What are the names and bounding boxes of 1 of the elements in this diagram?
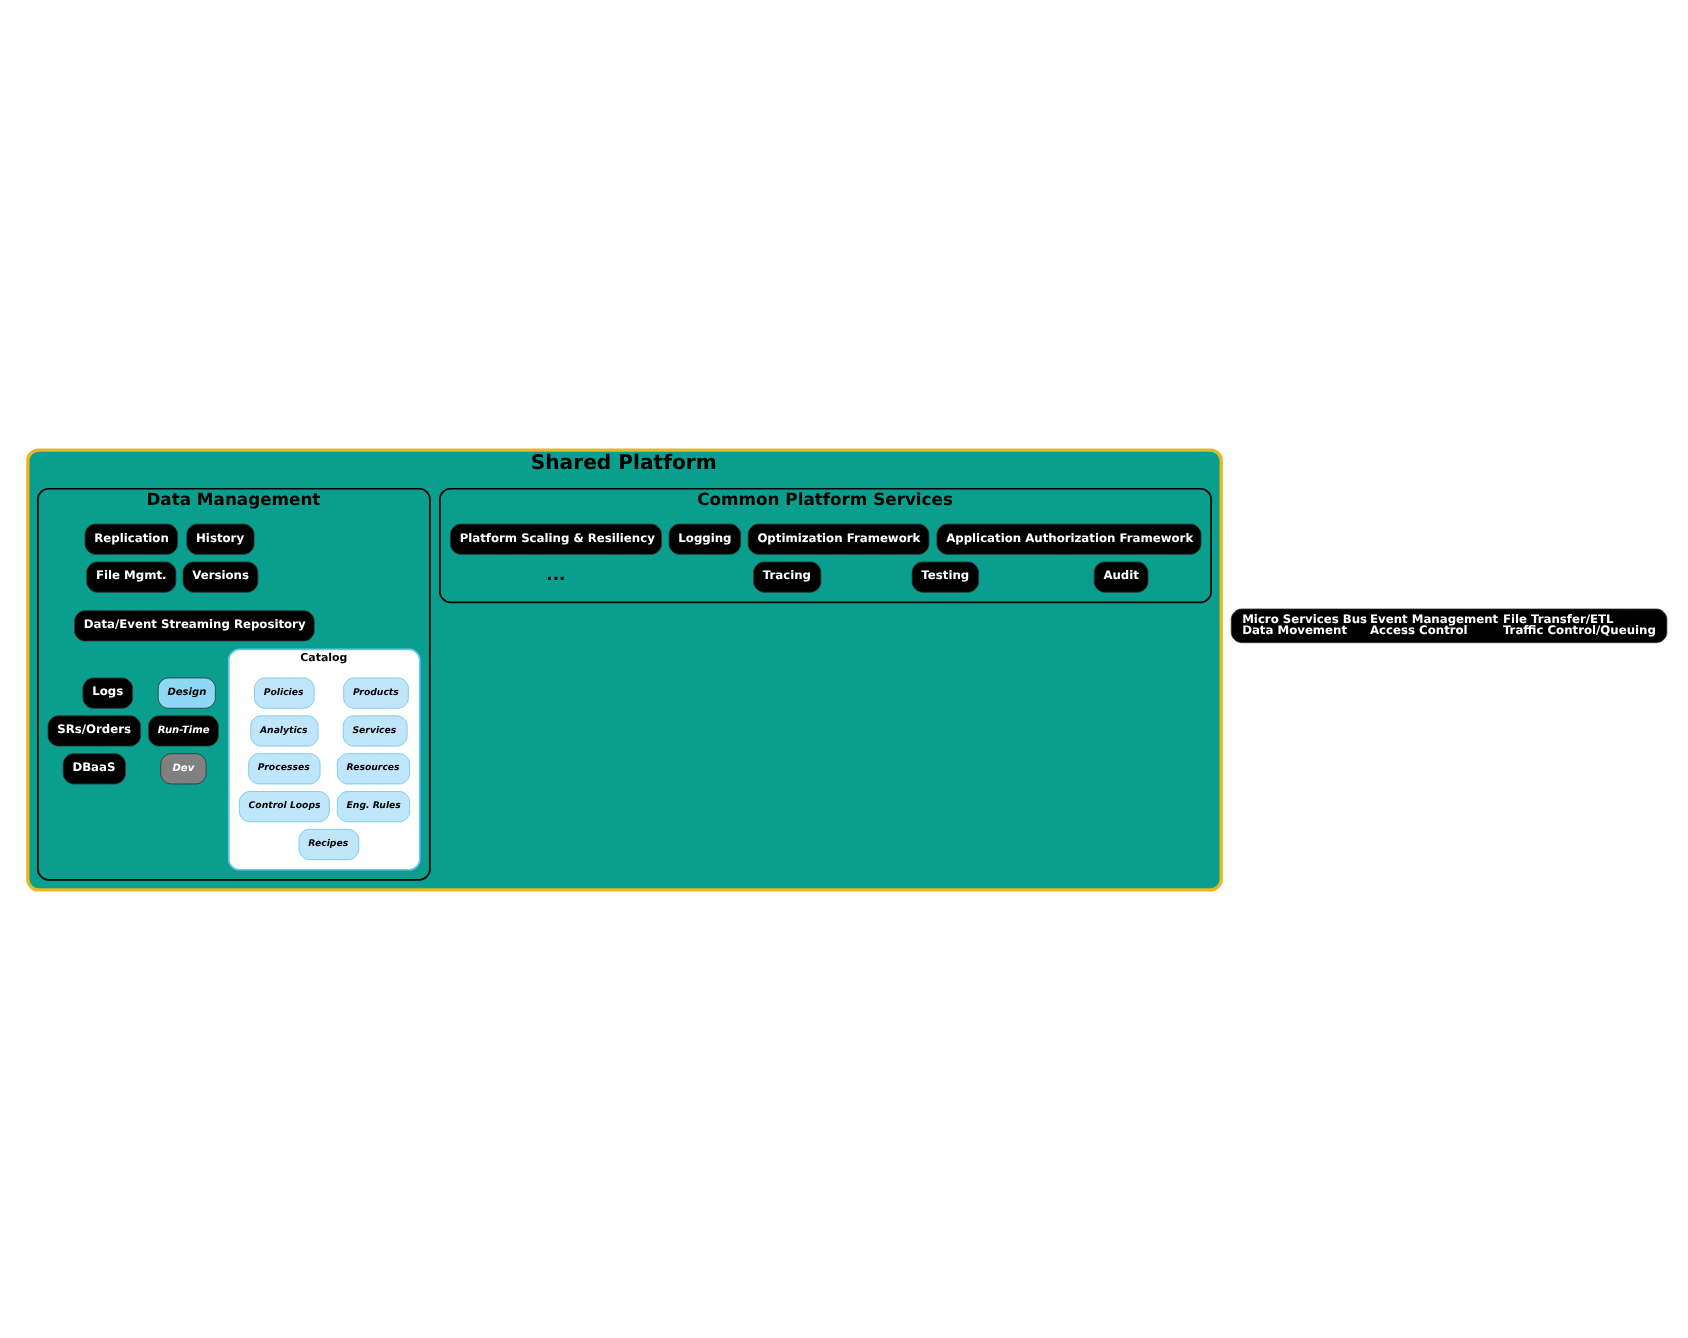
label: ... [546,563,566,584]
